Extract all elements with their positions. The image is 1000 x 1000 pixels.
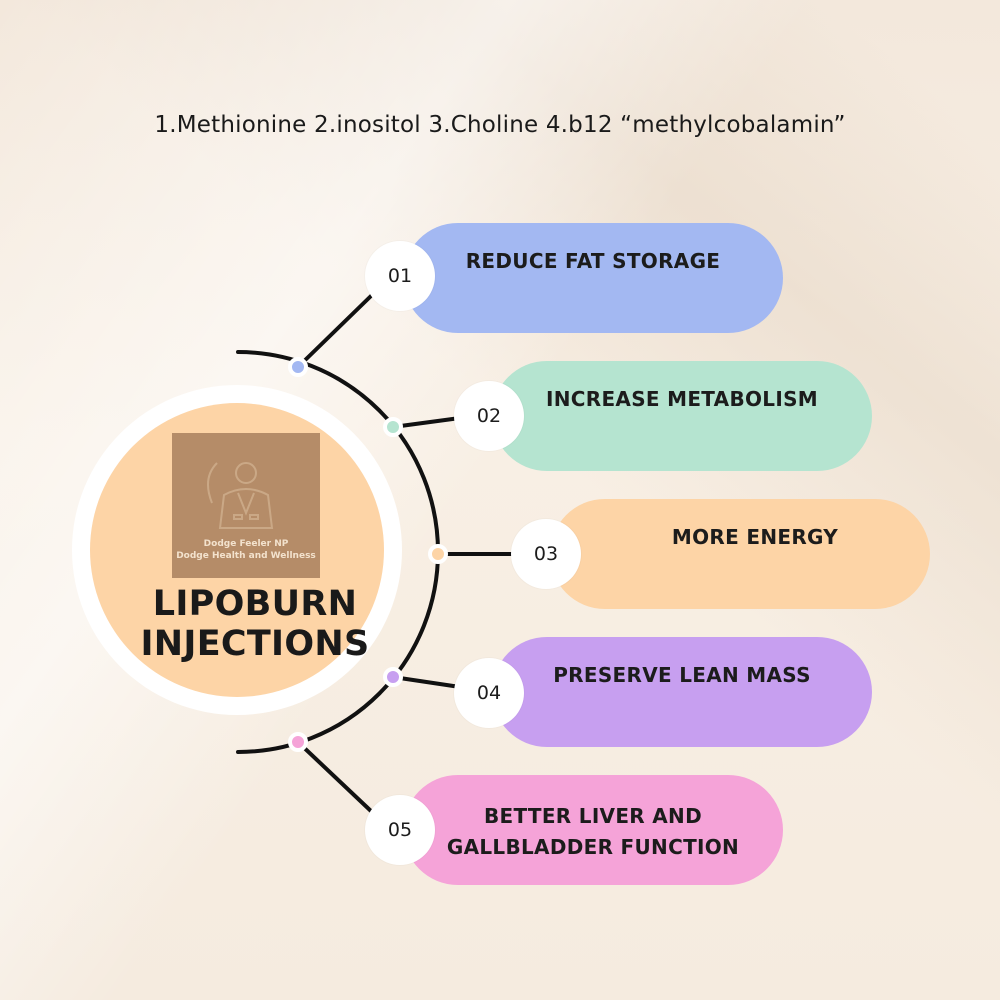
logo-text-line2: Dodge Health and Wellness xyxy=(176,551,316,561)
benefit-label-02: INCREASE METABOLISM xyxy=(546,387,818,411)
benefit-number-02: 02 xyxy=(454,381,524,451)
benefit-label-04: PRESERVE LEAN MASS xyxy=(553,663,811,687)
benefit-number-04: 04 xyxy=(454,658,524,728)
benefit-pill-04: PRESERVE LEAN MASS xyxy=(492,637,872,747)
connector-line-01 xyxy=(296,293,374,369)
benefit-label-05: BETTER LIVER AND GALLBLADDER FUNCTION xyxy=(447,801,739,863)
connector-line-02 xyxy=(392,416,461,429)
benefit-number-05: 05 xyxy=(365,795,435,865)
arc-dot-04 xyxy=(383,667,403,687)
logo-text-line1: Dodge Feeler NP xyxy=(203,539,289,549)
center-title: LIPOBURN INJECTIONS xyxy=(120,584,390,664)
benefit-pill-01: REDUCE FAT STORAGE xyxy=(403,223,783,333)
doctor-figure-icon xyxy=(207,462,274,529)
center-title-line1: LIPOBURN xyxy=(152,584,358,624)
benefit-label-05-line2: GALLBLADDER FUNCTION xyxy=(446,835,740,859)
benefit-label-03: MORE ENERGY xyxy=(671,525,839,549)
clinic-logo: Dodge Feeler NP Dodge Health and Wellnes… xyxy=(172,433,320,578)
connector-line-04 xyxy=(392,675,461,689)
arc-dot-03 xyxy=(428,544,448,564)
benefit-label-01: REDUCE FAT STORAGE xyxy=(465,249,721,273)
arc-dot-01 xyxy=(288,357,308,377)
arc-dot-02 xyxy=(383,417,403,437)
ingredients-list: 1.Methionine 2.inositol 3.Choline 4.b12 … xyxy=(154,112,846,138)
benefit-label-05-line1: BETTER LIVER AND xyxy=(484,804,702,828)
benefit-pill-02: INCREASE METABOLISM xyxy=(492,361,872,471)
benefit-number-03: 03 xyxy=(511,519,581,589)
benefit-number-01: 01 xyxy=(365,241,435,311)
arc-dot-05 xyxy=(288,732,308,752)
connector-line-05 xyxy=(296,740,374,814)
benefit-pill-03: MORE ENERGY xyxy=(550,499,930,609)
benefit-pill-05: BETTER LIVER AND GALLBLADDER FUNCTION xyxy=(403,775,783,885)
center-title-line2: INJECTIONS xyxy=(140,624,370,664)
